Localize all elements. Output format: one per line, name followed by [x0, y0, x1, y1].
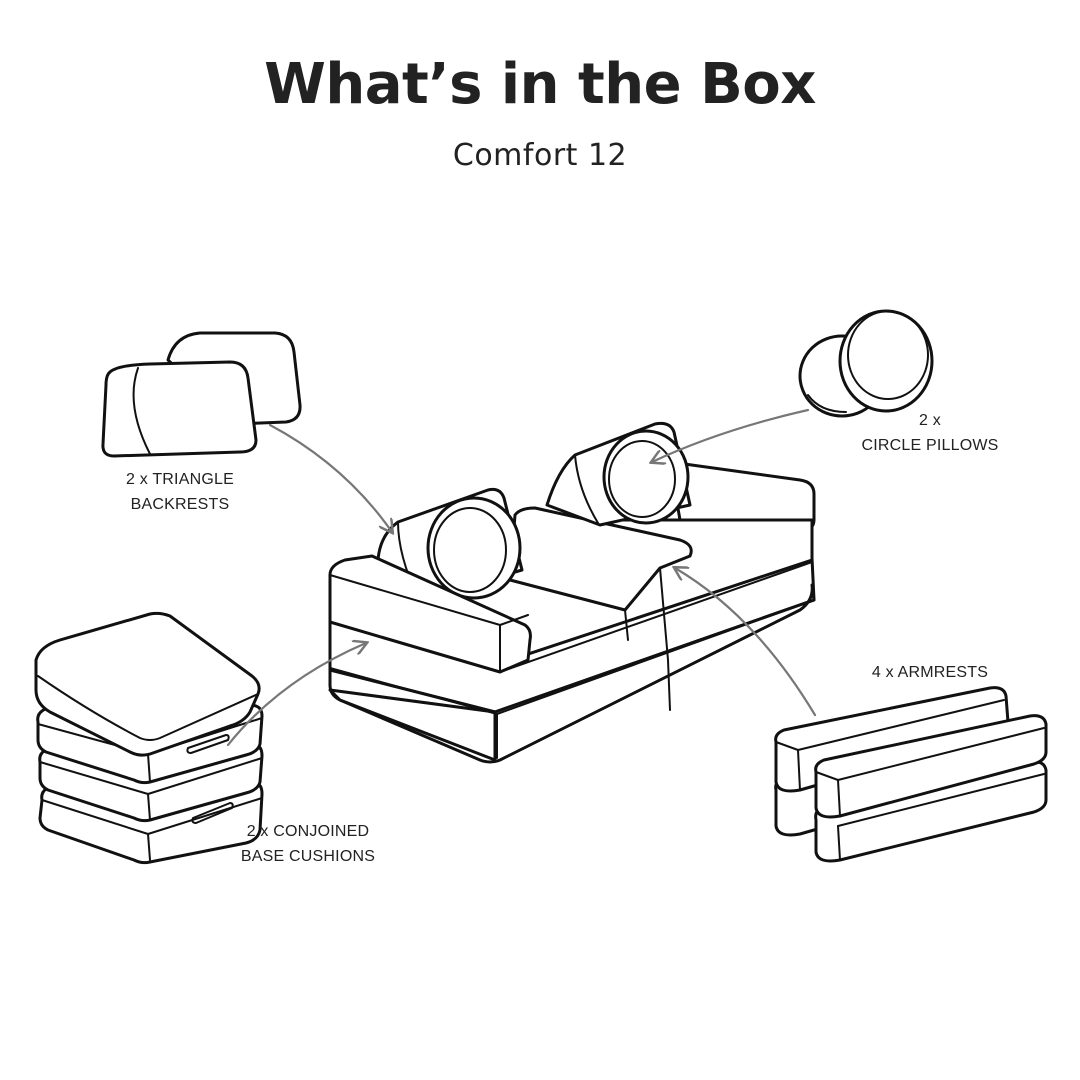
page-title: What’s in the Box — [264, 52, 816, 117]
arrow-pillows — [652, 408, 810, 462]
label-armrests-line1: 4 x ARMRESTS — [871, 664, 989, 681]
circle-pillows-drawing — [798, 309, 934, 418]
label-triangle-backrests-line2: BACKRESTS — [130, 496, 230, 513]
label-base-cushions-line2: BASE CUSHIONS — [240, 848, 376, 865]
label-circle-pillows-line2: CIRCLE PILLOWS — [861, 437, 999, 454]
page-subtitle: Comfort 12 — [452, 138, 628, 173]
label-circle-pillows-line1: 2 x — [919, 412, 941, 429]
label-triangle-backrests-line1: 2 x TRIANGLE — [126, 471, 234, 488]
arrow-armrests — [675, 568, 817, 717]
armrests-drawing — [774, 686, 1048, 863]
triangle-backrests-drawing — [101, 331, 302, 458]
label-armrests: 4 x ARMRESTS — [840, 660, 1020, 685]
label-base-cushions-line1: 2 x CONJOINED — [246, 823, 370, 840]
arrow-base-cushions — [226, 643, 366, 747]
sofa-drawing — [328, 421, 816, 764]
base-cushions-drawing — [34, 611, 264, 865]
label-base-cushions: 2 x CONJOINED BASE CUSHIONS — [228, 819, 388, 869]
label-triangle-backrests: 2 x TRIANGLE BACKRESTS — [95, 467, 265, 517]
arrow-backrests — [268, 423, 392, 532]
label-circle-pillows: 2 x CIRCLE PILLOWS — [850, 408, 1010, 458]
